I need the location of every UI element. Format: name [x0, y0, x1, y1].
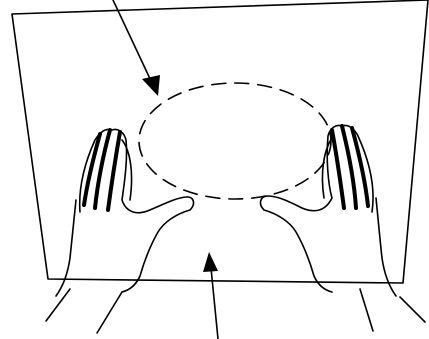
left-hand-outline	[78, 128, 195, 293]
left-hand-finger	[106, 130, 122, 212]
right-wrist-line	[399, 296, 426, 323]
right-wrist-line	[359, 288, 374, 332]
left-hand-finger	[93, 128, 112, 210]
right-hand	[259, 124, 426, 332]
dashed-oval-target-area	[138, 82, 332, 200]
bottom-pointer-arrow	[203, 252, 219, 339]
arrow-shaft	[112, 0, 153, 84]
arrow-shaft	[210, 267, 219, 339]
left-hand-finger	[82, 132, 102, 207]
left-hand-outline	[55, 199, 77, 297]
right-hand-outline	[321, 137, 333, 199]
left-hand-outline	[121, 139, 133, 201]
arrow-head	[203, 252, 218, 272]
right-hand-finger	[340, 124, 358, 210]
right-hand-outline	[375, 197, 397, 297]
arrow-head	[142, 75, 160, 96]
left-wrist-line	[45, 288, 71, 322]
tilted-sheet	[11, 0, 429, 284]
right-hand-finger	[330, 128, 346, 210]
left-hand	[45, 128, 195, 334]
left-wrist-line	[96, 291, 123, 334]
right-hand-finger	[350, 126, 370, 208]
upper-left-pointer-arrow	[112, 0, 160, 96]
right-hand-outline	[259, 124, 374, 293]
